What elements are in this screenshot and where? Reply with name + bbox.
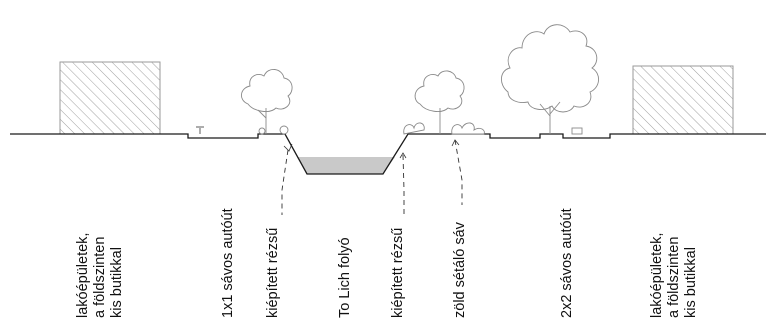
river-water (297, 157, 395, 174)
svg-text:lakóépületek,: lakóépületek, (75, 233, 91, 318)
svg-text:lakóépületek,: lakóépületek, (649, 233, 665, 318)
svg-text:kis butikkal: kis butikkal (109, 247, 125, 318)
tree-left-icon (241, 69, 293, 134)
ground-line (10, 133, 766, 175)
label-river: To Lich folyó (337, 237, 353, 318)
label-embankment-right: kiépített rézsű (390, 228, 406, 318)
label-building-left: lakóépületek, a földszinten kis butikkal (75, 233, 125, 318)
building-left (59, 61, 161, 135)
shrubs-middle-icon (403, 122, 485, 135)
label-building-right: lakóépületek, a földszinten kis butikkal (649, 233, 699, 318)
svg-text:a földszinten: a földszinten (92, 237, 108, 318)
shrub-left-icon (258, 125, 289, 135)
label-embankment-left: kiépített rézsű (265, 228, 281, 318)
label-green-path: zöld sétáló sáv (452, 221, 468, 318)
leader-embankment-left (281, 149, 289, 215)
building-right (632, 65, 734, 135)
leader-embankment-right (402, 154, 405, 215)
tree-middle-icon (414, 70, 465, 134)
svg-text:a földszinten: a földszinten (666, 237, 682, 318)
bench-icon (571, 127, 583, 135)
tree-large-icon (501, 24, 599, 134)
leader-green-path (454, 139, 463, 205)
svg-text:kis butikkal: kis butikkal (683, 247, 699, 318)
label-road-1x1: 1x1 sávos autóút (220, 208, 236, 318)
label-road-2x2: 2x2 sávos autóút (559, 208, 575, 318)
pedestrian-icon (196, 126, 204, 134)
